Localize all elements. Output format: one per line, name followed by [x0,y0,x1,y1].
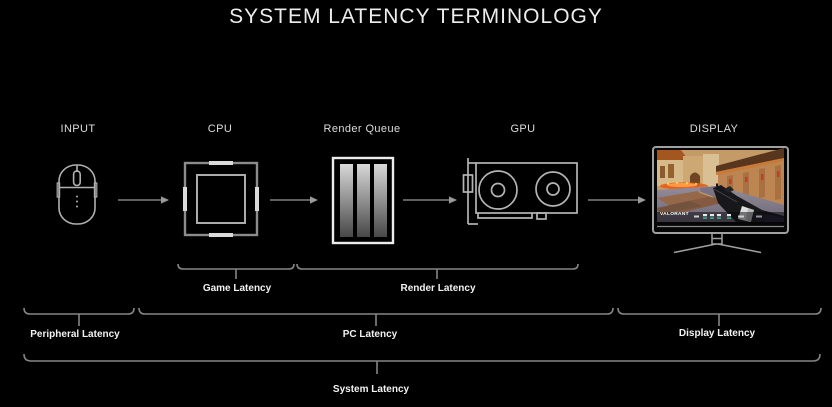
monitor-icon [652,146,789,254]
pc-latency-brace [138,307,614,326]
render-latency-label: Render Latency [400,283,476,294]
display-latency-brace [617,307,822,326]
peripheral-latency-label: Peripheral Latency [30,329,120,340]
hud-icons [657,212,784,222]
display-latency-label: Display Latency [678,328,756,339]
node-label-render-queue: Render Queue [323,123,401,135]
arrow-gpu-display [588,196,646,204]
node-label-gpu: GPU [510,123,536,135]
page-title: SYSTEM LATENCY TERMINOLOGY [229,5,603,28]
game-screen [657,148,784,222]
node-label-cpu: CPU [207,123,233,135]
peripheral-latency-brace [23,307,135,326]
node-label-input: INPUT [60,123,96,135]
mouse-icon [56,164,98,225]
pc-latency-label: PC Latency [342,329,398,340]
valorant-logo: VALORANT [660,212,689,217]
arrow-queue-gpu [403,196,457,204]
game-latency-brace [177,263,295,279]
arrow-cpu-queue [270,196,318,204]
node-label-display: DISPLAY [689,123,739,135]
gpu-icon [462,158,578,225]
cpu-icon [183,161,259,237]
system-latency-label: System Latency [332,384,410,395]
arrow-input-cpu [118,196,169,204]
render-latency-brace [296,263,579,279]
game-latency-label: Game Latency [202,283,272,294]
render-queue-icon [331,156,395,245]
system-latency-brace [23,353,821,374]
